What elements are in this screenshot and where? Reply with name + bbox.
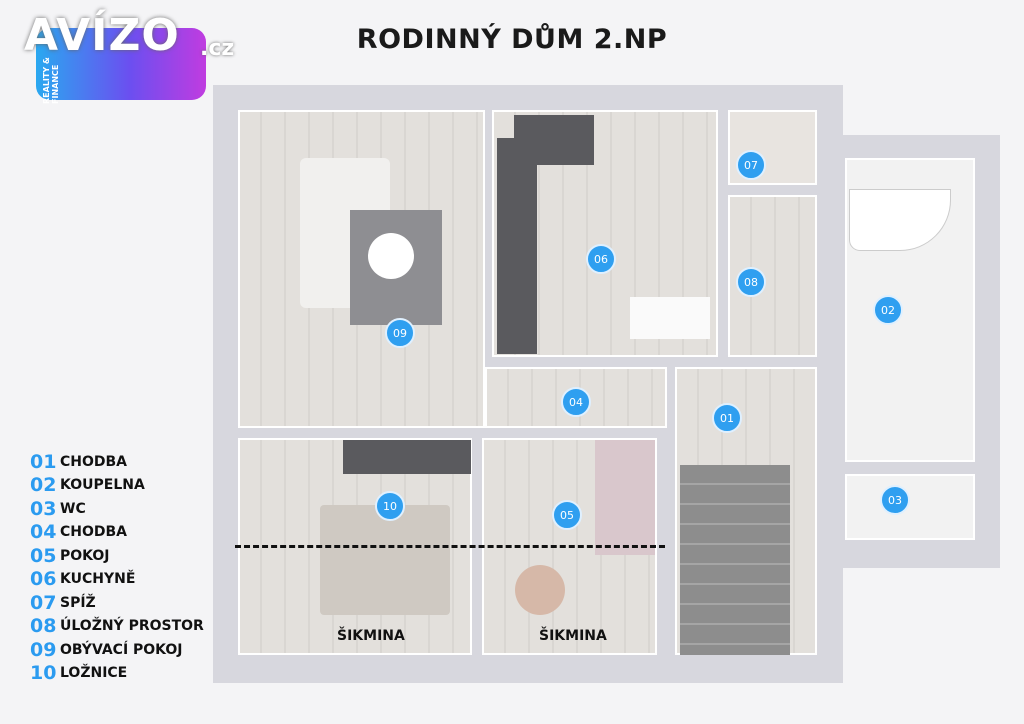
legend-name: CHODBA <box>60 524 128 541</box>
page-title: RODINNÝ DŮM 2.NP <box>356 24 668 55</box>
room-marker-02: 02 <box>873 295 903 325</box>
legend-num: 01 <box>30 450 57 473</box>
legend-num: 05 <box>30 544 57 567</box>
legend-num: 03 <box>30 497 57 520</box>
logo: AVÍZO .cz REALITY & FINANCE <box>20 10 240 104</box>
room-marker-03: 03 <box>880 485 910 515</box>
legend-name: CHODBA <box>60 453 128 470</box>
room-03 <box>845 474 975 540</box>
bed <box>320 505 450 615</box>
round-rug <box>515 565 565 615</box>
logo-brand: AVÍZO <box>24 10 180 61</box>
room-marker-08: 08 <box>736 267 766 297</box>
legend-name: ÚLOŽNÝ PROSTOR <box>60 618 204 635</box>
room-marker-10: 10 <box>375 491 405 521</box>
legend-name: SPÍŽ <box>60 594 96 611</box>
legend-num: 08 <box>30 615 57 638</box>
room-marker-09: 09 <box>385 318 415 348</box>
logo-bo-mark <box>36 28 206 100</box>
legend-num: 06 <box>30 568 57 591</box>
room-marker-07: 07 <box>736 150 766 180</box>
logo-tld: .cz <box>200 36 235 61</box>
kitchen-unit <box>514 115 594 165</box>
legend-num: 10 <box>30 662 57 685</box>
staircase <box>680 465 790 655</box>
roof-slope-line <box>235 545 665 548</box>
legend-name: LOŽNICE <box>60 665 128 682</box>
room-marker-06: 06 <box>586 244 616 274</box>
wardrobe <box>343 440 471 474</box>
kitchen-counter <box>497 138 537 354</box>
legend-num: 07 <box>30 591 57 614</box>
legend-num: 02 <box>30 474 57 497</box>
room-marker-01: 01 <box>712 403 742 433</box>
legend-name: POKOJ <box>60 547 110 564</box>
sikmina-label-right: ŠIKMINA <box>539 628 607 644</box>
dining-table <box>630 297 710 339</box>
room-marker-05: 05 <box>552 500 582 530</box>
sikmina-label-left: ŠIKMINA <box>337 628 405 644</box>
room-marker-04: 04 <box>561 387 591 417</box>
legend-num: 04 <box>30 521 57 544</box>
legend-name: WC <box>60 500 86 517</box>
legend-name: KUCHYNĚ <box>60 571 136 588</box>
legend-num: 09 <box>30 638 57 661</box>
desk <box>595 440 655 555</box>
coffee-table <box>368 233 414 279</box>
legend-name: KOUPELNA <box>60 477 145 494</box>
legend-name: OBÝVACÍ POKOJ <box>60 641 183 658</box>
